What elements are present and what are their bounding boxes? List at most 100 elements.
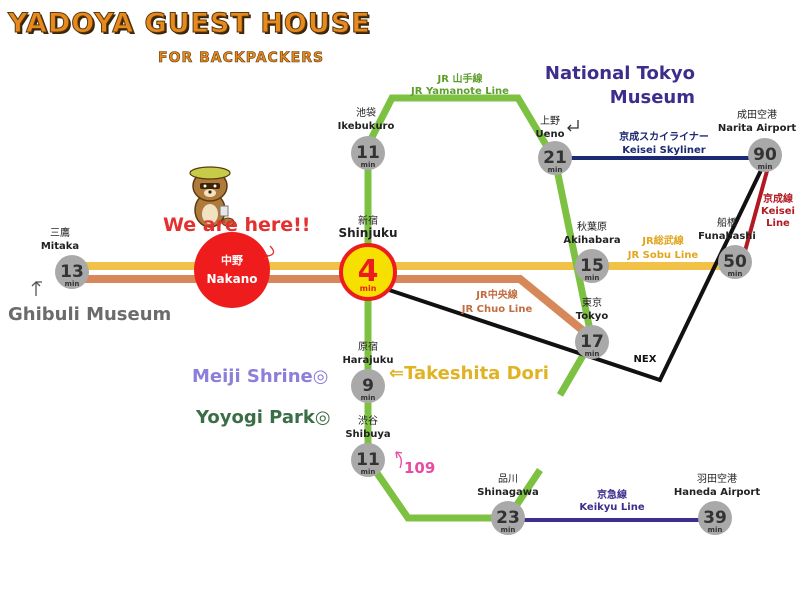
- yamanote-ja: JR 山手線: [437, 72, 483, 85]
- keisei-line: [740, 159, 772, 263]
- tanuki-mascot-icon: [189, 166, 235, 228]
- station-marker-funabashi: [718, 245, 752, 279]
- station-minutes: 50: [723, 252, 747, 272]
- station-minutes-unit: min: [65, 280, 80, 288]
- takeshita-dori-label: ⇐Takeshita Dori: [389, 363, 549, 384]
- station-minutes: 4: [358, 254, 379, 289]
- station-minutes-unit: min: [708, 526, 723, 534]
- keikyu-en: Keikyu Line: [579, 502, 644, 513]
- station-name-en: Ueno: [536, 129, 565, 140]
- station-name-ja: 品川: [498, 473, 518, 485]
- station-name-en: Ikebukuro: [338, 121, 395, 132]
- station-name-ja: 秋葉原: [577, 220, 607, 233]
- station-minutes: 11: [356, 450, 380, 470]
- station-name-en: Haneda Airport: [674, 487, 760, 498]
- station-minutes: 13: [60, 262, 84, 282]
- meiji-shrine-label: Meiji Shrine◎: [192, 366, 329, 387]
- station-name-en: Tokyo: [576, 311, 609, 322]
- we-are-here-label: We are here!!: [163, 214, 311, 236]
- station-marker-akihabara: [575, 249, 609, 283]
- station-marker-harajuku: [351, 369, 385, 403]
- station-name-ja: 羽田空港: [697, 472, 737, 485]
- station-minutes-unit: min: [728, 270, 743, 278]
- station-minutes: 39: [703, 508, 727, 528]
- nex-label: NEX: [634, 354, 657, 365]
- station-name-ja: 池袋: [356, 106, 376, 119]
- station-name-ja: 新宿: [358, 214, 378, 227]
- station-name-ja: 成田空港: [737, 108, 777, 121]
- yamanote-en: JR Yamanote Line: [410, 86, 509, 97]
- station-name-en: Mitaka: [41, 241, 79, 252]
- station-minutes-unit: min: [758, 163, 773, 171]
- station-marker-nakano: [194, 232, 270, 308]
- page-subtitle: FOR BACKPACKERS: [158, 50, 325, 67]
- shibuya-109-label: 109: [404, 459, 436, 477]
- station-minutes-unit: min: [361, 161, 376, 169]
- station-minutes: 17: [580, 332, 604, 352]
- national-museum-label: National Tokyo Museum: [544, 63, 695, 108]
- station-name-en: Shinjuku: [338, 226, 397, 240]
- station-name-en: Funabashi: [698, 231, 756, 242]
- nakano-arrow-icon: [263, 245, 275, 260]
- station-name-ja: 上野: [540, 115, 560, 127]
- station-name-en: Nakano: [206, 272, 257, 286]
- station-marker-ikebukuro: [351, 136, 385, 170]
- station-marker-shinjuku: [339, 243, 397, 301]
- station-name-ja: 原宿: [358, 340, 378, 353]
- station-minutes-unit: min: [585, 350, 600, 358]
- skyliner-ja: 京成スカイライナー: [619, 130, 709, 143]
- station-marker-ueno: [538, 141, 572, 175]
- chuo-ja: JR中央線: [475, 288, 517, 301]
- yamanote-line-west: [364, 145, 543, 522]
- station-name-ja: 東京: [582, 296, 602, 309]
- station-minutes-unit: min: [361, 394, 376, 402]
- station-minutes: 90: [753, 145, 777, 165]
- station-marker-shinagawa: [491, 501, 525, 535]
- keikyu-ja: 京急線: [597, 488, 627, 501]
- chuo-en: JR Chuo Line: [461, 304, 533, 315]
- ghibli-arrow-icon: [31, 281, 42, 296]
- sobu-ja: JR総武線: [641, 234, 683, 247]
- station-marker-mitaka: [55, 255, 89, 289]
- yoyogi-park-label: Yoyogi Park◎: [196, 407, 331, 428]
- station-marker-shibuya: [351, 443, 385, 477]
- keisei-en-2: Line: [766, 218, 790, 229]
- station-name-en: Narita Airport: [718, 123, 797, 134]
- keisei-en: Keisei: [761, 206, 795, 217]
- station-name-ja: 中野: [221, 253, 243, 267]
- station-name-ja: 三鷹: [50, 226, 70, 239]
- station-minutes-unit: min: [501, 526, 516, 534]
- line-labels: JR 山手線 JR Yamanote Line JR総武線 JR Sobu Li…: [410, 72, 795, 513]
- station-name-en: Shibuya: [345, 429, 390, 440]
- page-title: YADOYA GUEST HOUSE: [8, 8, 371, 40]
- nex-line: [367, 161, 767, 383]
- station-marker-haneda: [698, 501, 732, 535]
- station-marker-narita: [748, 138, 782, 172]
- station-minutes: 15: [580, 256, 604, 276]
- station-name-en: Akihabara: [563, 235, 620, 246]
- station-name-ja: 渋谷: [358, 414, 378, 427]
- station-minutes-unit: min: [585, 274, 600, 282]
- station-marker-tokyo: [575, 325, 609, 359]
- ghibli-museum-label: Ghibuli Museum: [8, 304, 172, 325]
- station-minutes: 21: [543, 148, 567, 168]
- station-minutes-unit: min: [361, 468, 376, 476]
- station-name-en: Harajuku: [342, 355, 393, 366]
- station-minutes-unit: min: [548, 166, 563, 174]
- ueno-museum-arrow-icon: [567, 120, 579, 132]
- keisei-ja: 京成線: [763, 192, 793, 205]
- sobu-en: JR Sobu Line: [627, 250, 699, 261]
- station-minutes: 23: [496, 508, 520, 528]
